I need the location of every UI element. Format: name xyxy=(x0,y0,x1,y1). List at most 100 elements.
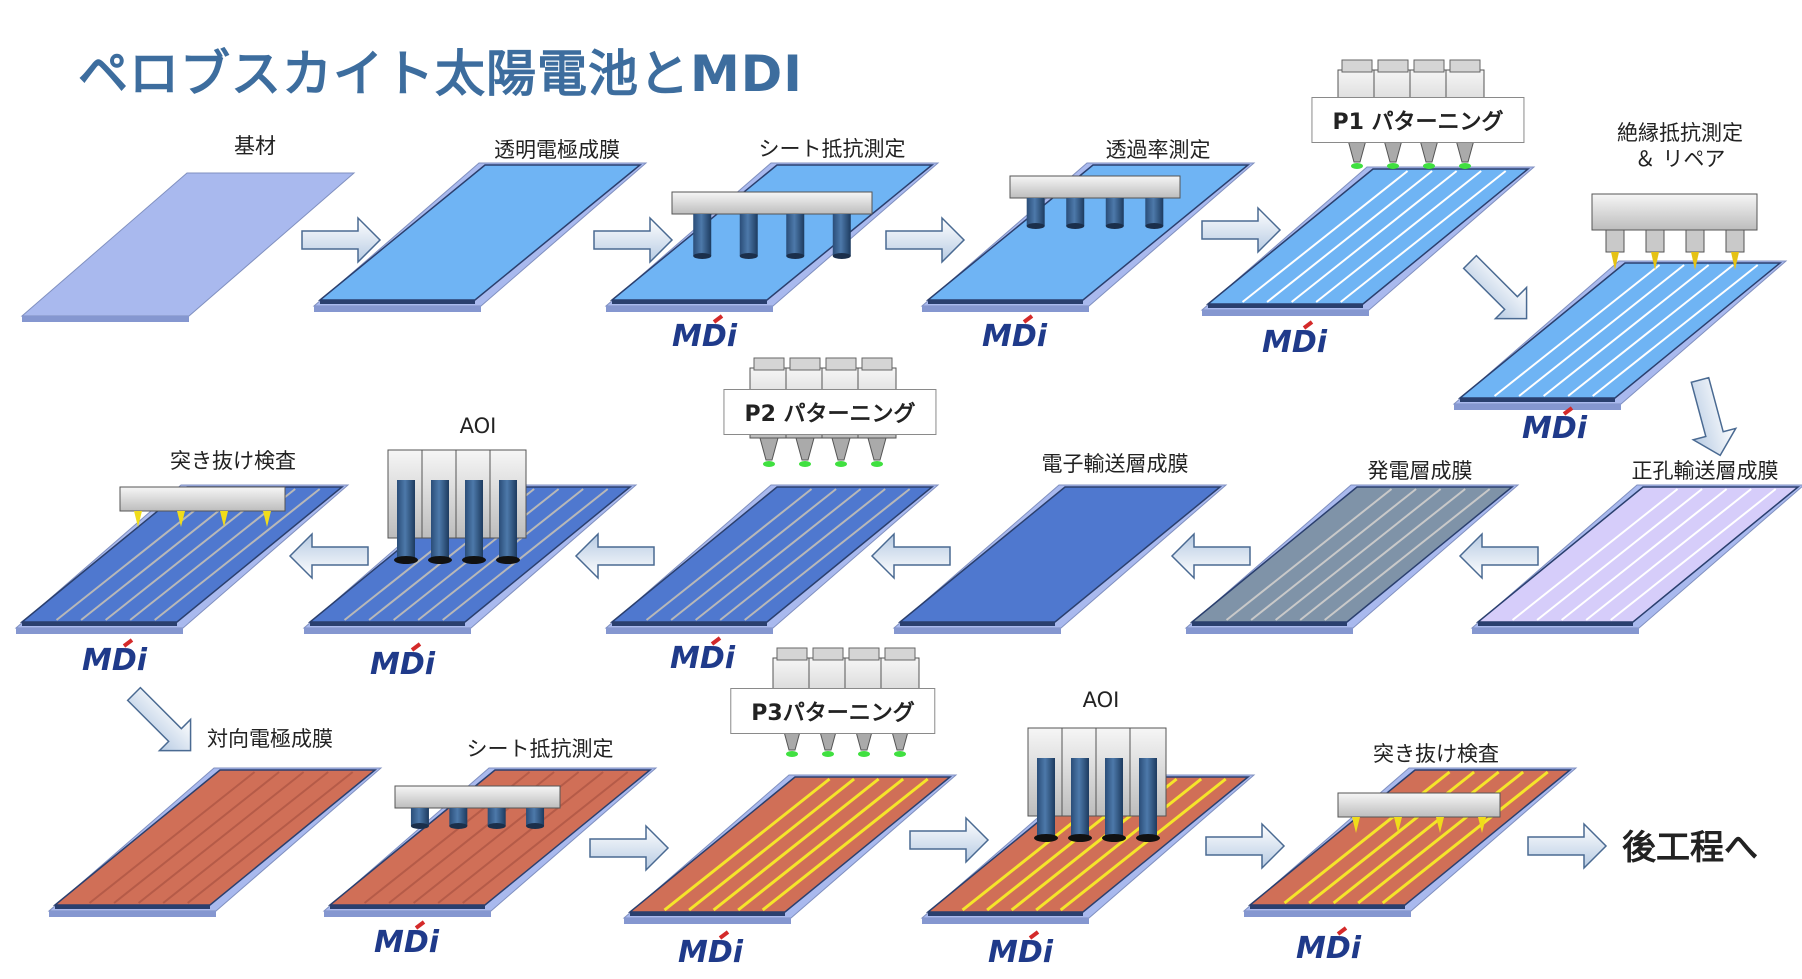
mdi-logo: MDi xyxy=(988,935,1054,970)
camera-lens xyxy=(499,480,517,560)
film-edge xyxy=(55,905,210,909)
camera-lens xyxy=(465,480,483,560)
arrow-shape xyxy=(1527,822,1608,870)
scribe-line xyxy=(1250,488,1417,621)
arrow-shape xyxy=(1690,376,1738,457)
laser-spot xyxy=(1423,163,1435,169)
arrow-shape xyxy=(574,532,655,580)
probe-bar xyxy=(671,191,873,215)
aoi-camera-unit xyxy=(1027,727,1167,842)
probe-tip xyxy=(410,823,429,829)
flow-arrow xyxy=(1462,254,1528,320)
step-label-5: P1 パターニング xyxy=(1311,97,1525,143)
substrate-edge xyxy=(1454,404,1621,410)
probe-cylinder xyxy=(449,808,468,826)
scribe-line xyxy=(1299,488,1466,621)
probe-tip xyxy=(1026,223,1045,229)
arrow-shape xyxy=(885,216,966,264)
laser-spot xyxy=(835,461,847,467)
mdi-logo-accent xyxy=(1302,320,1314,330)
next-process-label: 後工程へ xyxy=(1622,828,1758,868)
head-cap xyxy=(825,357,857,371)
probe-tip xyxy=(832,253,851,259)
probe-unit xyxy=(671,191,873,259)
tester-tip xyxy=(1691,252,1699,270)
scribe-line xyxy=(663,777,831,912)
laser-spot xyxy=(894,751,906,757)
probe-unit xyxy=(394,785,561,829)
arrow-shape xyxy=(1201,206,1282,254)
laser-spot xyxy=(763,461,775,467)
substrate-panel xyxy=(1452,260,1788,410)
scribe-line xyxy=(1035,777,1203,912)
nozzle xyxy=(1383,139,1403,163)
inspection-bar xyxy=(119,486,286,527)
probe-cylinder xyxy=(526,808,545,826)
probe-cylinder xyxy=(1105,198,1124,226)
scribe-line xyxy=(162,771,329,904)
scribe-line xyxy=(670,488,837,621)
step-label-15: P3パターニング xyxy=(730,688,936,734)
probe-cylinder xyxy=(739,214,758,256)
tester-pin xyxy=(1605,229,1625,253)
mdi-logo-accent xyxy=(712,314,724,324)
flow-arrow xyxy=(126,686,192,752)
page-title: ペロブスカイト太陽電池とMDI xyxy=(78,45,803,103)
nozzle xyxy=(1419,139,1439,163)
head-cap xyxy=(776,647,808,661)
camera-foot xyxy=(1068,834,1092,842)
camera-lens xyxy=(1139,758,1157,838)
arrow-shape xyxy=(1462,254,1528,320)
substrate-panel xyxy=(892,484,1228,634)
film-edge xyxy=(1192,622,1347,626)
substrate-edge xyxy=(1472,628,1639,634)
probe-cylinder xyxy=(487,808,506,826)
nozzle xyxy=(759,437,779,461)
substrate-edge xyxy=(1244,911,1411,917)
mdi-logo-accent xyxy=(710,636,722,646)
scribe-line xyxy=(1291,170,1458,303)
head-cap xyxy=(1449,59,1481,73)
film-edge xyxy=(22,622,177,626)
film-layer xyxy=(627,776,953,913)
step-label-2: 透明電極成膜 xyxy=(494,138,620,162)
probe-bar xyxy=(394,785,561,809)
probe-tip xyxy=(449,823,468,829)
mdi-logo: MDi xyxy=(82,643,148,678)
head-cap xyxy=(884,647,916,661)
nozzle xyxy=(831,437,851,461)
film-edge xyxy=(928,300,1083,304)
flow-arrow xyxy=(589,824,670,872)
probe-cylinder xyxy=(1066,198,1085,226)
scribe-line xyxy=(1340,170,1507,303)
film-edge xyxy=(900,622,1055,626)
scribe-line xyxy=(1585,488,1752,621)
camera-foot xyxy=(1136,834,1160,842)
scribe-line xyxy=(442,488,609,621)
flow-arrow xyxy=(593,216,674,264)
scribe-line xyxy=(113,771,280,904)
mdi-logo-accent xyxy=(1562,406,1574,416)
scribe-line xyxy=(688,777,856,912)
film-edge xyxy=(630,912,785,916)
substrate-edge xyxy=(22,316,189,322)
head-cap xyxy=(753,357,785,371)
substrate-edge xyxy=(606,306,773,312)
scribe-line xyxy=(712,777,880,912)
tester-pin xyxy=(1685,229,1705,253)
mdi-logo: MDi xyxy=(678,935,744,970)
head-cap xyxy=(848,647,880,661)
substrate-edge xyxy=(922,306,1089,312)
scribe-line xyxy=(1518,264,1685,397)
substrate-panel xyxy=(1200,166,1536,316)
inspection-probe xyxy=(134,511,142,527)
scribe-line xyxy=(1561,488,1728,621)
mdi-logo-accent xyxy=(414,920,426,930)
scribe-line xyxy=(1536,488,1703,621)
scribe-line xyxy=(744,488,911,621)
step-label-3: シート抵抗測定 xyxy=(758,137,906,161)
probe-cylinder xyxy=(410,808,429,826)
scribe-line xyxy=(88,771,256,904)
substrate-panel xyxy=(604,484,940,634)
arrow-shape xyxy=(1170,532,1251,580)
